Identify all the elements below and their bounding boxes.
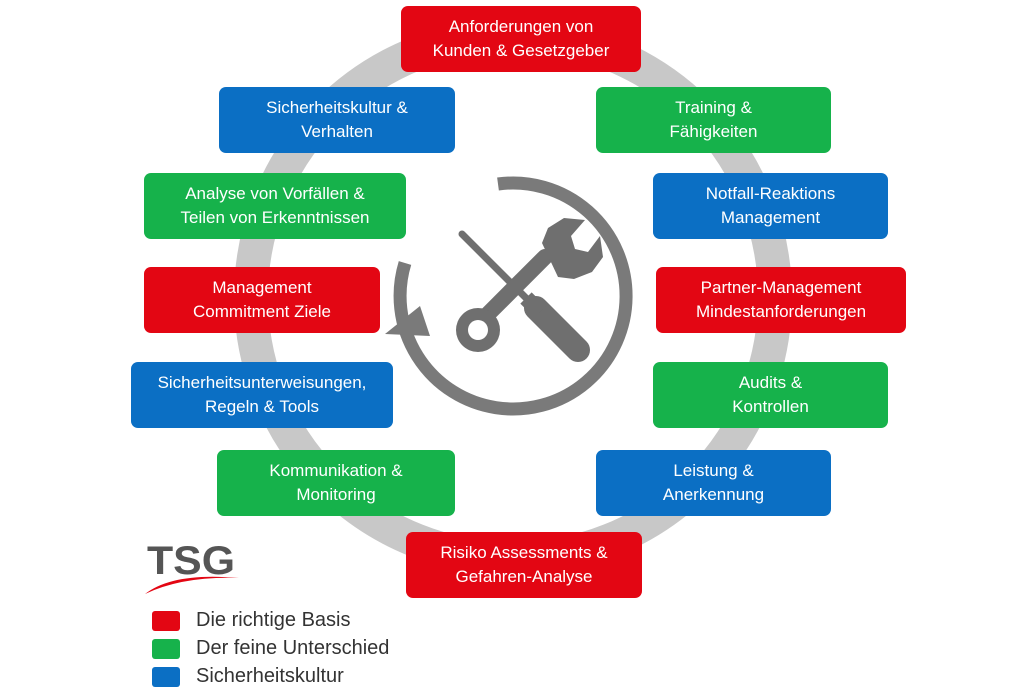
- legend-item-sicherheitskultur: Sicherheitskultur: [152, 665, 344, 688]
- box-line: Kunden & Gesetzgeber: [432, 41, 610, 60]
- legend-swatch: [152, 610, 180, 631]
- box-vorfaelle: Analyse von Vorfällen & Teilen von Erken…: [144, 173, 406, 239]
- legend-item-unterschied: Der feine Unterschied: [152, 637, 389, 660]
- legend-label: Der feine Unterschied: [196, 637, 390, 659]
- legend-swatch: [152, 666, 180, 687]
- box-line: Monitoring: [296, 485, 376, 504]
- box-line: Audits &: [738, 373, 803, 392]
- tsg-logo: TSG: [145, 539, 239, 594]
- box-line: Management: [720, 208, 821, 227]
- box-line: Risiko Assessments &: [440, 543, 608, 562]
- box-line: Analyse von Vorfällen &: [185, 184, 365, 203]
- logo-swoosh: [145, 576, 239, 594]
- box-line: Partner-Management: [700, 278, 862, 297]
- legend-label: Die richtige Basis: [196, 609, 351, 631]
- box-line: Teilen von Erkenntnissen: [180, 208, 370, 227]
- box-leistung: Leistung & Anerkennung: [596, 450, 831, 516]
- box-line: Notfall-Reaktions: [705, 184, 836, 203]
- box-audits: Audits & Kontrollen: [653, 362, 888, 428]
- legend-item-basis: Die richtige Basis: [152, 609, 351, 632]
- box-training: Training & Fähigkeiten: [596, 87, 831, 153]
- wrench-screwdriver-icon: [456, 218, 603, 362]
- logo-text: TSG: [147, 539, 235, 583]
- legend-swatch: [152, 638, 180, 659]
- box-line: Leistung &: [673, 461, 754, 480]
- box-line: Anforderungen von: [448, 17, 594, 36]
- box-line: Management: [212, 278, 312, 297]
- box-line: Kontrollen: [732, 397, 809, 416]
- box-line: Anerkennung: [662, 485, 765, 504]
- box-unterweisungen: Sicherheitsunterweisungen, Regeln & Tool…: [131, 362, 393, 428]
- box-line: Verhalten: [301, 122, 373, 141]
- box-line: Sicherheitskultur &: [266, 98, 408, 117]
- box-commitment: Management Commitment Ziele: [144, 267, 380, 333]
- box-line: Fähigkeiten: [669, 122, 758, 141]
- box-sicherheitskultur: Sicherheitskultur & Verhalten: [219, 87, 455, 153]
- box-line: Regeln & Tools: [204, 397, 320, 416]
- box-line: Training &: [675, 98, 752, 117]
- box-kommunikation: Kommunikation & Monitoring: [217, 450, 455, 516]
- box-line: Mindestanforderungen: [695, 302, 867, 321]
- cycle-arrow-icon: [385, 176, 633, 416]
- box-anforderungen: Anforderungen von Kunden & Gesetzgeber: [401, 6, 641, 72]
- box-line: Kommunikation &: [269, 461, 403, 480]
- box-line: Sicherheitsunterweisungen,: [157, 373, 367, 392]
- box-risiko: Risiko Assessments & Gefahren-Analyse: [406, 532, 642, 598]
- legend-label: Sicherheitskultur: [196, 665, 344, 687]
- box-partner: Partner-Management Mindestanforderungen: [656, 267, 906, 333]
- box-notfall: Notfall-Reaktions Management: [653, 173, 888, 239]
- box-line: Gefahren-Analyse: [455, 567, 593, 586]
- box-line: Commitment Ziele: [193, 302, 331, 321]
